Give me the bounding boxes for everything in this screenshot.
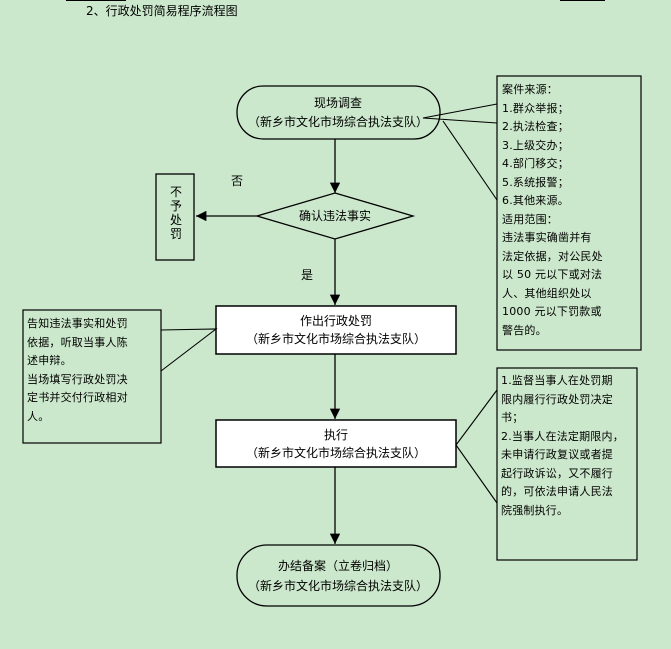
supervise-note-line: 的，可依法申请人民法 [501,485,613,498]
no-penalty-char: 予 [170,199,182,213]
inform-note-line: 当场填写行政处罚决 [27,372,128,386]
source-note-line: 适用范围： [502,212,558,226]
callout-inform [22,309,218,444]
callout-source [422,75,642,351]
source-note-line: 案件来源： [502,83,558,96]
note-source: 案件来源： 1.群众举报； 2.执法检查； 3.上级交办； 4.部门移交； 5.系统报警；… [502,81,638,340]
inform-note-line: 人。 [27,409,50,423]
node-archive: 办结备案（立卷归档） （新乡市文化市场综合执法支队） [236,544,441,607]
source-note-line: 以 50 元以下或对法 [502,268,603,281]
source-note-line: 人、其他组织处以 [502,286,592,300]
node-investigation: 现场调查 （新乡市文化市场综合执法支队） [236,85,441,140]
supervise-note-line: 院强制执行。 [501,503,569,517]
node-archive-title: 办结备案（立卷归档） [278,558,398,573]
supervise-note-line: 未申请行政复议或者提 [501,448,613,461]
source-note-line: 违法事实确凿并有 [502,231,592,244]
source-note-line: 1.群众举报； [502,101,569,115]
top-rule-left [66,0,126,1]
node-archive-subtitle: （新乡市文化市场综合执法支队） [248,578,428,593]
node-penalty-subtitle: （新乡市文化市场综合执法支队） [246,331,426,346]
node-no-penalty: 不予处罚 [155,173,195,261]
source-note-line: 5.系统报警； [502,175,569,189]
source-note-line: 3.上级交办； [502,138,569,152]
edge-yes-label: 是 [301,268,313,282]
source-note-line: 1000 元以下罚款或 [502,305,602,318]
note-supervise: 1.监督当事人在处罚期限内履行行政处罚决定书； 2.当事人在法定期限内， 未申请行政… [501,372,637,520]
source-note-line: 警告的。 [502,323,547,337]
node-confirm-title: 确认违法事实 [299,208,371,223]
node-no-penalty-title: 不予处罚 [170,185,182,241]
edge-no-label: 否 [231,174,243,188]
page-title: 2、行政处罚简易程序流程图 [86,4,238,18]
supervise-note-line: 1.监督当事人在处罚期 [501,374,613,387]
node-execute-subtitle: （新乡市文化市场综合执法支队） [246,445,426,460]
inform-note-line: 告知违法事实和处罚 [27,317,128,330]
supervise-note-line: 限内履行行政处罚决定 [501,392,613,406]
inform-note-line: 定书并交付行政相对 [27,391,128,404]
node-execute-title: 执行 [324,428,348,442]
note-inform: 告知违法事实和处罚依据，听取当事人陈述申辩。当场填写行政处罚决定书并交付行政相对… [27,315,159,426]
supervise-note-line: 2.当事人在法定期限内， [501,429,624,443]
source-note-line: 4.部门移交； [502,157,569,170]
no-penalty-char: 处 [170,213,182,227]
no-penalty-char: 不 [170,185,182,199]
inform-note-line: 述申辩。 [27,354,72,367]
node-investigation-title: 现场调查 [314,96,362,110]
supervise-note-line: 书； [501,411,524,424]
node-execute: 执行 （新乡市文化市场综合执法支队） [215,419,457,468]
node-penalty: 作出行政处罚 （新乡市文化市场综合执法支队） [215,305,457,355]
node-confirm: 确认违法事实 [254,192,416,240]
supervise-note-line: 起行政诉讼，又不履行 [501,466,613,480]
top-rule-right [560,0,605,1]
node-penalty-title: 作出行政处罚 [300,314,372,328]
source-note-line: 6.其他来源。 [502,194,569,207]
node-investigation-subtitle: （新乡市文化市场综合执法支队） [248,114,428,129]
callout-supervise [455,367,638,561]
source-note-line: 2.执法检查； [502,120,569,133]
inform-note-line: 依据，听取当事人陈 [27,335,128,349]
no-penalty-char: 罚 [170,227,182,241]
source-note-line: 法定依据，对公民处 [502,249,603,263]
